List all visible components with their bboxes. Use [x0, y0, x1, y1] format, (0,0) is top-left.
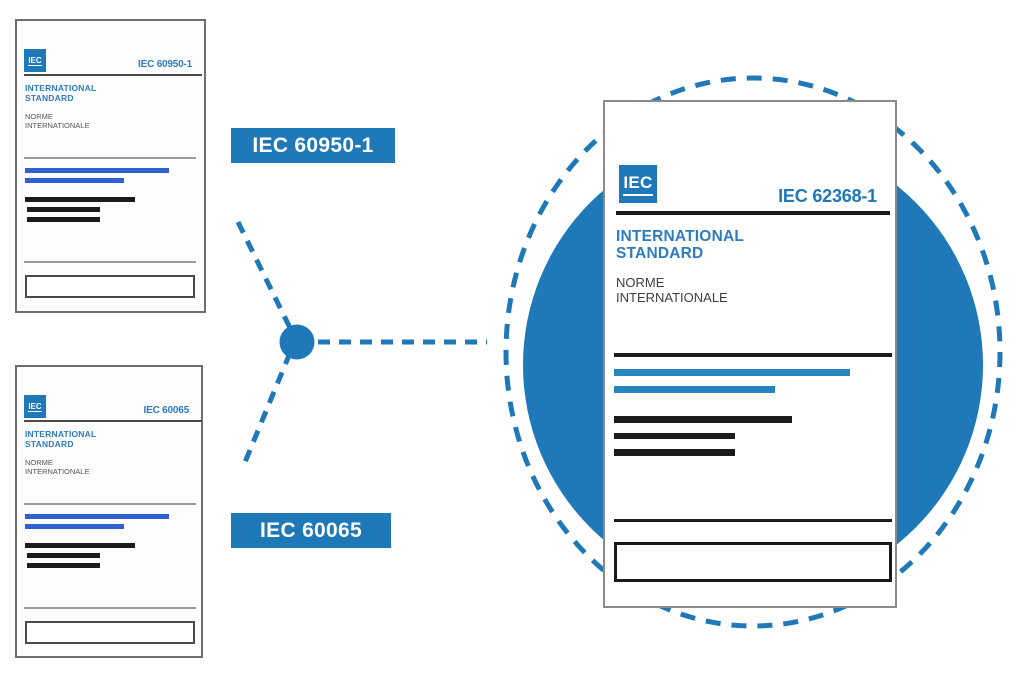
connector-dashed-line-lower: [240, 352, 293, 468]
text-line-bar-blue: [25, 514, 169, 519]
text-line-bar-black: [27, 563, 100, 568]
text-line-bar-black: [614, 449, 735, 456]
norme-subtitle-line: INTERNATIONALE: [25, 466, 90, 476]
footer-box: [25, 275, 195, 298]
content-divider: [24, 607, 196, 609]
standard-title: INTERNATIONAL STANDARD: [616, 228, 744, 262]
iec-logo-text: IEC: [28, 55, 42, 66]
label-iec-60950-1: IEC 60950-1: [231, 128, 395, 163]
header-rule: [24, 420, 202, 422]
standard-title-line: STANDARD: [25, 438, 74, 449]
text-line-bar-blue: [614, 369, 850, 376]
content-divider: [24, 503, 196, 505]
dashed-outline-circle: [503, 75, 1003, 629]
norme-subtitle: NORME INTERNATIONALE: [25, 112, 90, 130]
iec-logo: IEC: [24, 49, 46, 72]
norme-subtitle-line: INTERNATIONALE: [25, 120, 90, 130]
text-line-bar-black: [614, 433, 735, 439]
document-iec-62368-1: IEC IEC 62368-1 INTERNATIONAL STANDARD N…: [603, 100, 897, 608]
footer-box: [614, 542, 892, 582]
header-rule: [24, 74, 202, 76]
text-line-bar-black: [27, 553, 100, 558]
connector-dashed-line-upper: [235, 220, 296, 336]
content-divider: [614, 519, 892, 522]
norme-subtitle: NORME INTERNATIONALE: [25, 458, 90, 476]
standard-title-line: STANDARD: [25, 92, 74, 103]
content-divider: [24, 157, 196, 159]
text-line-bar-black: [27, 217, 100, 222]
text-line-bar-blue: [25, 524, 124, 529]
norme-subtitle: NORME INTERNATIONALE: [616, 275, 728, 305]
text-line-bar-blue: [25, 178, 124, 183]
text-line-bar-black: [25, 543, 135, 548]
document-code: IEC 60950-1: [138, 59, 192, 70]
text-line-bar-black: [25, 197, 135, 202]
iec-logo-text: IEC: [623, 173, 653, 196]
header-rule: [616, 211, 890, 215]
standard-title: INTERNATIONAL STANDARD: [25, 429, 97, 449]
iec-logo: IEC: [24, 395, 46, 418]
document-code: IEC 60065: [143, 405, 190, 416]
label-iec-60065: IEC 60065: [231, 513, 391, 548]
iec-logo: IEC: [619, 165, 657, 203]
iec-logo-text: IEC: [28, 401, 42, 412]
document-iec-60065: IEC IEC 60065 INTERNATIONAL STANDARD NOR…: [15, 365, 203, 658]
text-line-bar-black: [27, 207, 100, 212]
text-line-bar-blue: [614, 386, 775, 393]
norme-subtitle-line: NORME: [616, 275, 665, 290]
norme-subtitle-line: INTERNATIONALE: [616, 290, 728, 305]
norme-subtitle-line: NORME: [25, 112, 53, 121]
text-line-bar-black: [614, 416, 792, 423]
footer-box: [25, 621, 195, 644]
junction-dot: [279, 324, 315, 360]
standard-title-line: INTERNATIONAL: [25, 83, 97, 93]
norme-subtitle-line: NORME: [25, 458, 53, 467]
text-line-bar-blue: [25, 168, 169, 173]
document-code: IEC 62368-1: [778, 186, 877, 206]
content-divider: [614, 353, 892, 357]
standard-title-line: INTERNATIONAL: [25, 429, 97, 439]
standard-title: INTERNATIONAL STANDARD: [25, 83, 97, 103]
content-divider: [24, 261, 196, 263]
document-iec-60950-1: IEC IEC 60950-1 INTERNATIONAL STANDARD N…: [15, 19, 206, 313]
standard-title-line: STANDARD: [616, 245, 704, 262]
standard-title-line: INTERNATIONAL: [616, 228, 745, 245]
